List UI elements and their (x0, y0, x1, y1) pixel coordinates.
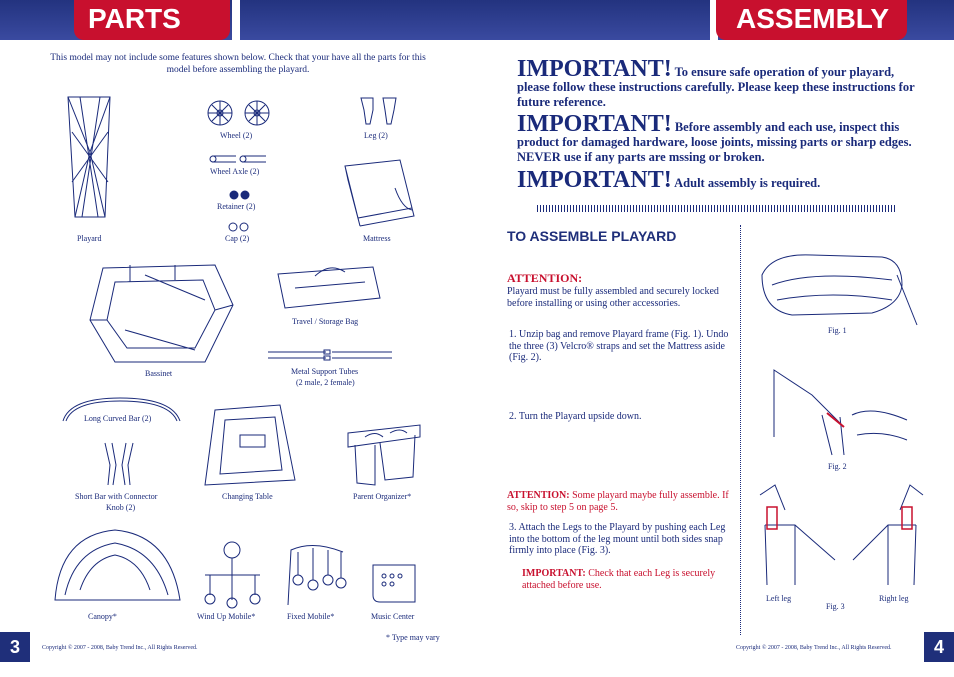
important-text: Before assembly and each use, inspect th… (517, 120, 912, 164)
bassinet-image (89, 264, 234, 363)
attention-text: Playard must be fully assembled and secu… (507, 286, 719, 309)
fig1-label: Fig. 1 (828, 326, 847, 335)
important-note-text: Check that each Leg is securely attached… (522, 568, 716, 591)
part-label-parent-organizer: Parent Organizer* (353, 492, 412, 501)
fig3-right-leg-image (852, 484, 924, 586)
retainer-image (229, 190, 250, 200)
wheel-image (207, 100, 270, 126)
assembly-title: ASSEMBLY (716, 0, 907, 40)
header-divider (232, 0, 240, 40)
fig2-image (773, 369, 908, 456)
important-text: To ensure safe operation of your playard… (517, 65, 915, 109)
column-divider (740, 225, 741, 635)
important-block-1: IMPORTANT! To ensure safe operation of y… (517, 56, 917, 109)
attention-2: ATTENTION: Some playard maybe fully asse… (507, 490, 732, 513)
part-label-wheel: Wheel (2) (220, 131, 253, 140)
long-curved-bar-image (62, 397, 181, 422)
right-leg-label: Right leg (879, 594, 909, 603)
part-label-bassinet: Bassinet (145, 369, 173, 378)
part-label-short-bar-1: Short Bar with Connector (75, 492, 158, 501)
attention-2-head: ATTENTION: (507, 490, 570, 501)
travel-bag-image (277, 266, 381, 309)
part-label-canopy: Canopy* (88, 612, 117, 621)
important-note: IMPORTANT: Check that each Leg is secure… (522, 568, 732, 591)
important-note-head: IMPORTANT: (522, 568, 586, 579)
part-label-retainer: Retainer (2) (217, 202, 256, 211)
part-label-support-tubes-note: (2 male, 2 female) (296, 378, 355, 387)
playard-image (67, 96, 111, 218)
part-label-long-curved-bar: Long Curved Bar (2) (84, 414, 152, 423)
part-label-wind-up-mobile: Wind Up Mobile* (197, 612, 256, 621)
part-label-fixed-mobile: Fixed Mobile* (287, 612, 335, 621)
part-label-travel-bag: Travel / Storage Bag (292, 317, 359, 326)
fig3-left-leg-image (759, 484, 836, 586)
fig3-label: Fig. 3 (826, 602, 845, 611)
fixed-mobile-image (287, 545, 347, 606)
fig2-label: Fig. 2 (828, 462, 847, 471)
type-note: * Type may vary (386, 633, 440, 642)
short-bar-image (104, 442, 134, 486)
part-label-music-center: Music Center (371, 612, 415, 621)
wind-up-mobile-image (204, 541, 261, 609)
support-tubes-image (268, 349, 392, 361)
important-text: Adult assembly is required. (674, 176, 821, 190)
left-page-number: 3 (0, 632, 30, 662)
part-label-leg: Leg (2) (364, 131, 388, 140)
important-head: IMPORTANT! (517, 111, 672, 137)
section-title: TO ASSEMBLE PLAYARD (507, 228, 677, 244)
divider-pattern (537, 205, 897, 212)
step-1: 1. Unzip bag and remove Playard frame (F… (509, 329, 729, 363)
canopy-image (54, 529, 181, 601)
part-label-short-bar-2: Knob (2) (106, 503, 136, 512)
parts-intro: This model may not include some features… (50, 53, 426, 75)
part-label-support-tubes: Metal Support Tubes (291, 367, 359, 376)
step-3: 3. Attach the Legs to the Playard by pus… (509, 522, 726, 556)
right-copyright: Copyright © 2007 - 2008, Baby Trend Inc.… (736, 645, 892, 651)
right-page-number: 4 (924, 632, 954, 662)
header-divider (710, 0, 718, 40)
step-2: 2. Turn the Playard upside down. (509, 411, 642, 422)
important-block-3: IMPORTANT! Adult assembly is required. (517, 167, 917, 193)
parent-organizer-image (347, 424, 421, 486)
wheel-axle-image (209, 155, 266, 163)
leg-image (360, 97, 397, 125)
left-copyright: Copyright © 2007 - 2008, Baby Trend Inc.… (42, 645, 198, 651)
part-label-cap: Cap (2) (225, 234, 250, 243)
left-leg-label: Left leg (766, 594, 792, 603)
part-label-wheel-axle: Wheel Axle (2) (210, 167, 260, 176)
part-label-mattress: Mattress (363, 234, 391, 243)
cap-image (228, 222, 249, 232)
important-block-2: IMPORTANT! Before assembly and each use,… (517, 111, 917, 164)
parts-title: PARTS (74, 0, 230, 40)
important-head: IMPORTANT! (517, 56, 672, 82)
music-center-image (372, 564, 416, 603)
fig1-image (761, 254, 918, 326)
changing-table-image (204, 404, 296, 486)
attention-head: ATTENTION: (507, 271, 583, 285)
part-label-changing-table: Changing Table (222, 492, 273, 501)
attention-2-text: Some playard maybe fully assemble. If so… (507, 490, 729, 513)
part-label-playard: Playard (77, 234, 102, 243)
mattress-image (344, 159, 415, 227)
important-head: IMPORTANT! (517, 167, 672, 193)
